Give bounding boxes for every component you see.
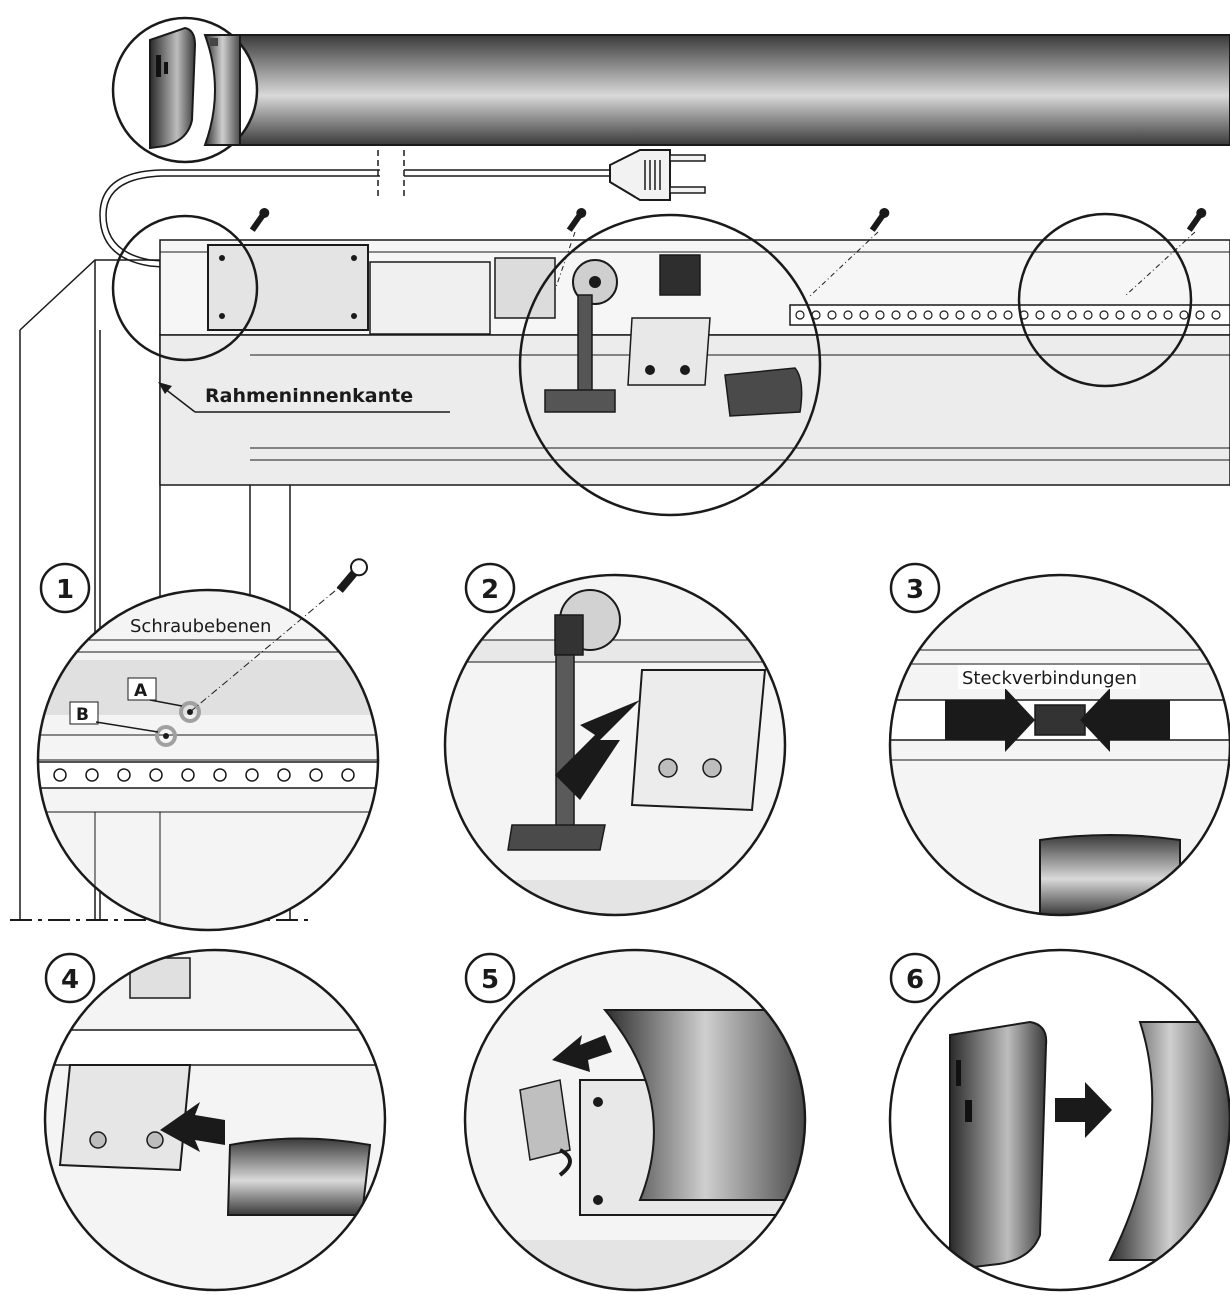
belt-link <box>277 768 291 782</box>
cover-profile <box>214 34 1230 146</box>
belt-link <box>939 310 949 320</box>
screw-icons-top <box>249 207 1207 232</box>
belt-link <box>1003 310 1013 320</box>
belt-link <box>827 310 837 320</box>
belt-link <box>1051 310 1061 320</box>
belt-link <box>1035 310 1045 320</box>
step-number-1: 1 <box>56 575 74 605</box>
toothed-belt <box>789 304 1230 326</box>
belt-link <box>213 768 227 782</box>
belt-link <box>859 310 869 320</box>
belt-link <box>341 768 355 782</box>
step-number-4: 4 <box>61 965 79 995</box>
belt-link <box>907 310 917 320</box>
belt-link <box>1147 310 1157 320</box>
belt-link <box>1099 310 1109 320</box>
step-5-detail: 5 <box>463 948 807 1292</box>
belt-link <box>1067 310 1077 320</box>
step-number-3: 3 <box>906 575 924 605</box>
belt-link <box>971 310 981 320</box>
belt-link <box>1179 310 1189 320</box>
belt-link <box>923 310 933 320</box>
frame-inner-edge-callout: Rahmeninnenkante <box>158 382 450 413</box>
step-3-arrow-right <box>1080 688 1170 752</box>
motor-assembly <box>369 254 701 335</box>
belt-link <box>85 768 99 782</box>
step-5-arrow <box>552 1035 612 1072</box>
belt-link <box>891 310 901 320</box>
step-number-5: 5 <box>481 965 499 995</box>
detail-circle-center <box>518 213 822 517</box>
belt-link <box>245 768 259 782</box>
step-6-arrow <box>1055 1082 1112 1138</box>
belt-link <box>987 310 997 320</box>
screw-level-b-label: B <box>76 705 89 725</box>
belt-link <box>875 310 885 320</box>
euro-plug <box>609 149 706 201</box>
screw-level-a-label: A <box>134 681 148 701</box>
belt-link <box>1131 310 1141 320</box>
step-2-detail: 2 <box>443 562 787 917</box>
step-number-2: 2 <box>481 575 499 605</box>
step-3-arrow-left <box>945 688 1035 752</box>
step-2-arrow <box>555 700 640 800</box>
belt-link <box>1083 310 1093 320</box>
screw-levels-label: Schraubebenen <box>130 616 271 637</box>
step-number-6: 6 <box>906 965 924 995</box>
step-3-detail: Steckverbindungen 3 <box>888 562 1230 917</box>
belt-link <box>1211 310 1221 320</box>
belt-link <box>117 768 131 782</box>
control-unit <box>207 244 369 331</box>
step-4-detail: 4 <box>43 948 387 1292</box>
belt-link <box>149 768 163 782</box>
detail-circle-right <box>1017 212 1193 388</box>
end-cap-detail-circle <box>111 16 259 164</box>
belt-link <box>843 310 853 320</box>
belt-link <box>181 768 195 782</box>
belt-link <box>1115 310 1125 320</box>
belt-link <box>795 310 805 320</box>
step-6-detail: 6 <box>888 948 1230 1292</box>
belt-link <box>1163 310 1173 320</box>
plug-connections-label: Steckverbindungen <box>962 668 1137 689</box>
belt-link <box>1195 310 1205 320</box>
belt-link <box>955 310 965 320</box>
step-1-detail: Schraubebenen A B 1 <box>36 558 380 932</box>
carriage <box>544 294 803 417</box>
step-4-arrow <box>160 1102 225 1152</box>
frame-inner-edge-label: Rahmeninnenkante <box>205 385 413 407</box>
belt-link <box>53 768 67 782</box>
belt-link <box>309 768 323 782</box>
detail-circle-left <box>111 214 259 362</box>
